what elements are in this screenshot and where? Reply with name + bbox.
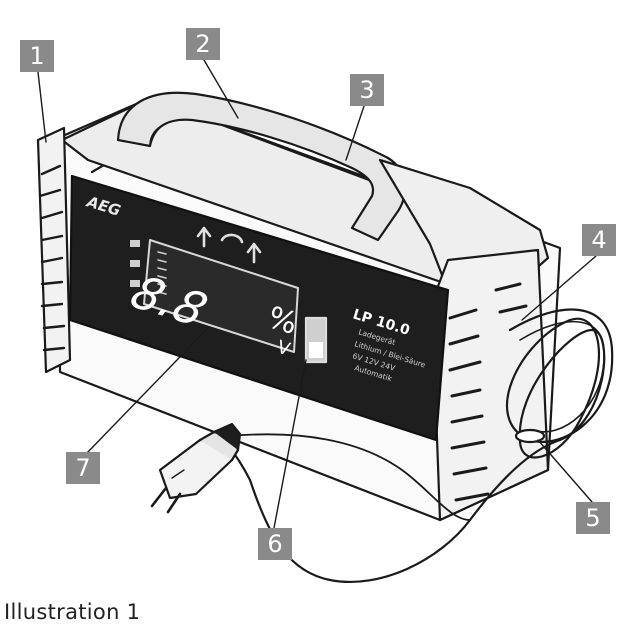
leader-lines bbox=[37, 59, 597, 529]
callout-1: 1 bbox=[20, 40, 54, 72]
lcd-window bbox=[143, 239, 299, 353]
led-indicators bbox=[130, 240, 140, 287]
callout-7: 7 bbox=[66, 452, 100, 484]
mode-arrows bbox=[196, 226, 262, 264]
right-endcap bbox=[430, 248, 550, 522]
figure-caption: Illustration 1 bbox=[4, 600, 141, 624]
right-vent-slots bbox=[448, 282, 528, 502]
callout-4: 4 bbox=[582, 224, 616, 256]
bar-graph bbox=[157, 251, 167, 295]
power-cable bbox=[219, 308, 614, 583]
left-endcap bbox=[36, 126, 72, 374]
cable-tie bbox=[514, 428, 546, 444]
callout-2: 2 bbox=[186, 28, 220, 60]
left-vent-slots bbox=[38, 164, 66, 352]
callout-3: 3 bbox=[350, 74, 384, 106]
mains-plug bbox=[150, 422, 242, 514]
callout-5: 5 bbox=[576, 502, 610, 534]
callout-6: 6 bbox=[258, 528, 292, 560]
